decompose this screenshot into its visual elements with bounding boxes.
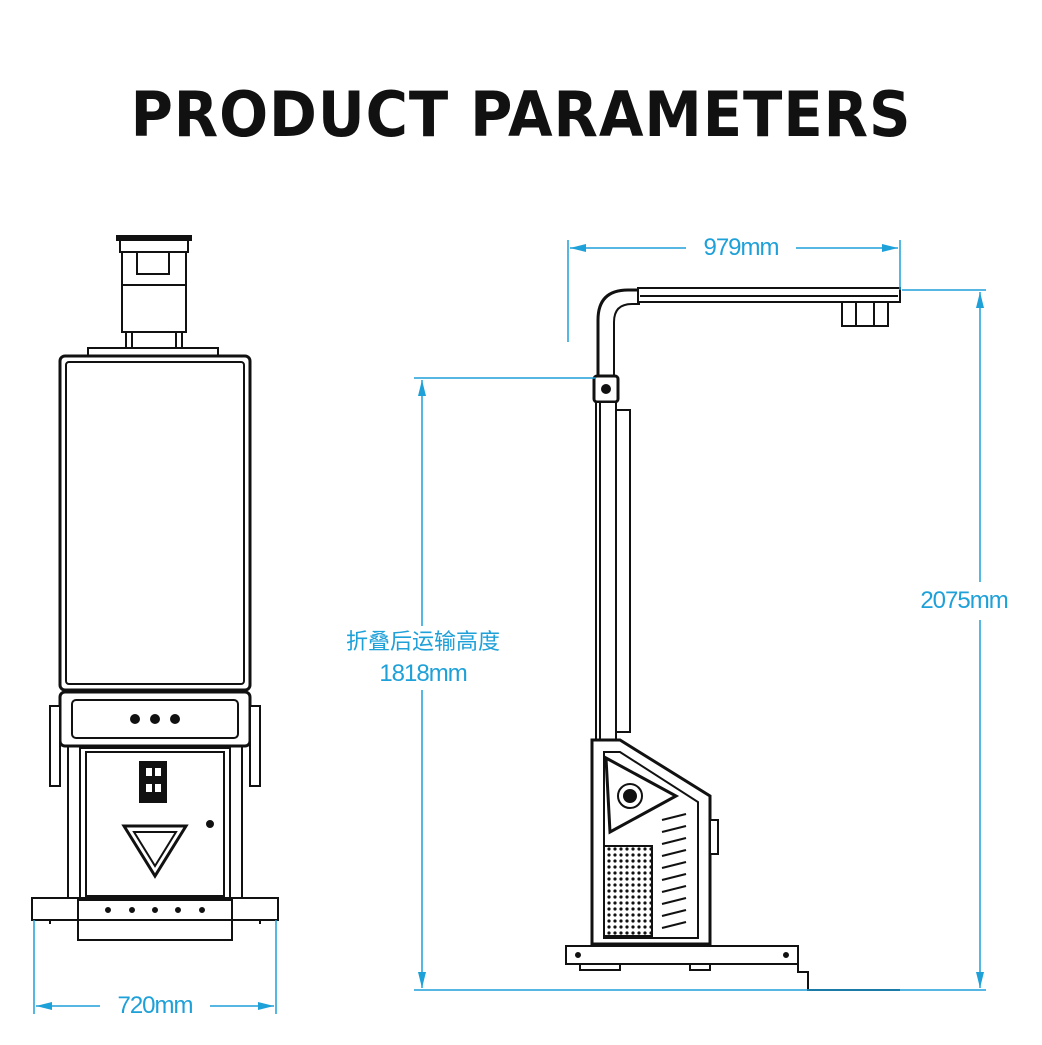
folded-height-dimension-line <box>414 377 880 991</box>
total-height-dimension-line <box>880 289 986 991</box>
front-view-drawing <box>31 235 279 941</box>
page-title: PRODUCT PARAMETERS <box>130 78 912 151</box>
folded-height-dimension-label: 1818mm <box>356 658 490 690</box>
control-panel <box>58 690 252 748</box>
arm-length-dimension-label: 979mm <box>690 234 792 262</box>
side-cabinet <box>590 738 719 946</box>
width-dimension-label: 720mm <box>104 992 206 1020</box>
vertical-mast <box>595 401 631 741</box>
front-base <box>31 897 279 941</box>
side-base <box>565 945 900 991</box>
arm-dimension-line <box>567 240 901 342</box>
cabinet-body <box>67 746 243 901</box>
display-screen <box>58 354 252 692</box>
total-height-dimension-label: 2075mm <box>908 587 1020 615</box>
width-dimension-line <box>33 920 277 1014</box>
dimension-lines <box>33 240 986 1014</box>
side-view-drawing <box>565 287 901 991</box>
camera-head <box>116 235 192 351</box>
folded-caption-label: 折叠后运输高度 <box>332 626 514 658</box>
camera-arm <box>596 287 901 380</box>
